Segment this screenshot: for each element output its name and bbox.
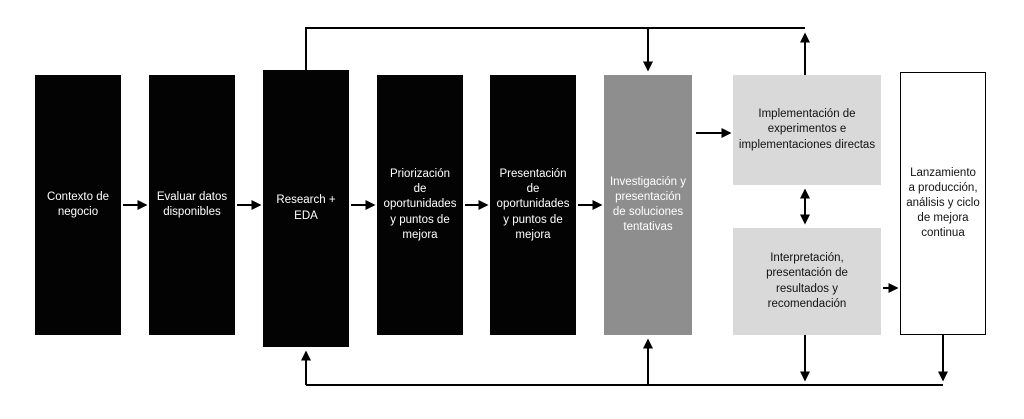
flow-box-implementacion-label: Implementación de experimentos e impleme… [738, 108, 876, 151]
flow-box-contexto: Contexto de negocio [35, 75, 121, 335]
flow-box-priorizacion: Priorización de oportunidades y puntos d… [377, 75, 463, 335]
flow-box-lanzamiento-label: Lanzamiento a producción, análisis y cic… [906, 166, 980, 240]
flow-box-research: Research + EDA [263, 70, 349, 347]
flow-box-presentacion: Presentación de oportunidades y puntos d… [490, 75, 576, 335]
flow-box-interpretacion-label: Interpretación, presentación de resultad… [766, 252, 848, 310]
flow-box-priorizacion-label: Priorización de oportunidades y puntos d… [383, 168, 457, 241]
flow-box-interpretacion: Interpretación, presentación de resultad… [733, 228, 881, 335]
flow-box-investigacion-label: Investigación y presentación de solucion… [609, 175, 687, 234]
flow-box-implementacion: Implementación de experimentos e impleme… [733, 75, 881, 185]
flow-box-evaluar-label: Evaluar datos disponibles [156, 190, 228, 218]
feedback-top-line [305, 27, 805, 70]
flow-box-evaluar: Evaluar datos disponibles [149, 75, 235, 335]
flow-box-presentacion-label: Presentación de oportunidades y puntos d… [496, 168, 570, 241]
flow-box-contexto-label: Contexto de negocio [46, 190, 109, 218]
flow-box-lanzamiento: Lanzamiento a producción, análisis y cic… [900, 72, 986, 335]
flow-box-investigacion: Investigación y presentación de solucion… [604, 75, 692, 335]
flow-box-research-label: Research + EDA [276, 194, 336, 222]
